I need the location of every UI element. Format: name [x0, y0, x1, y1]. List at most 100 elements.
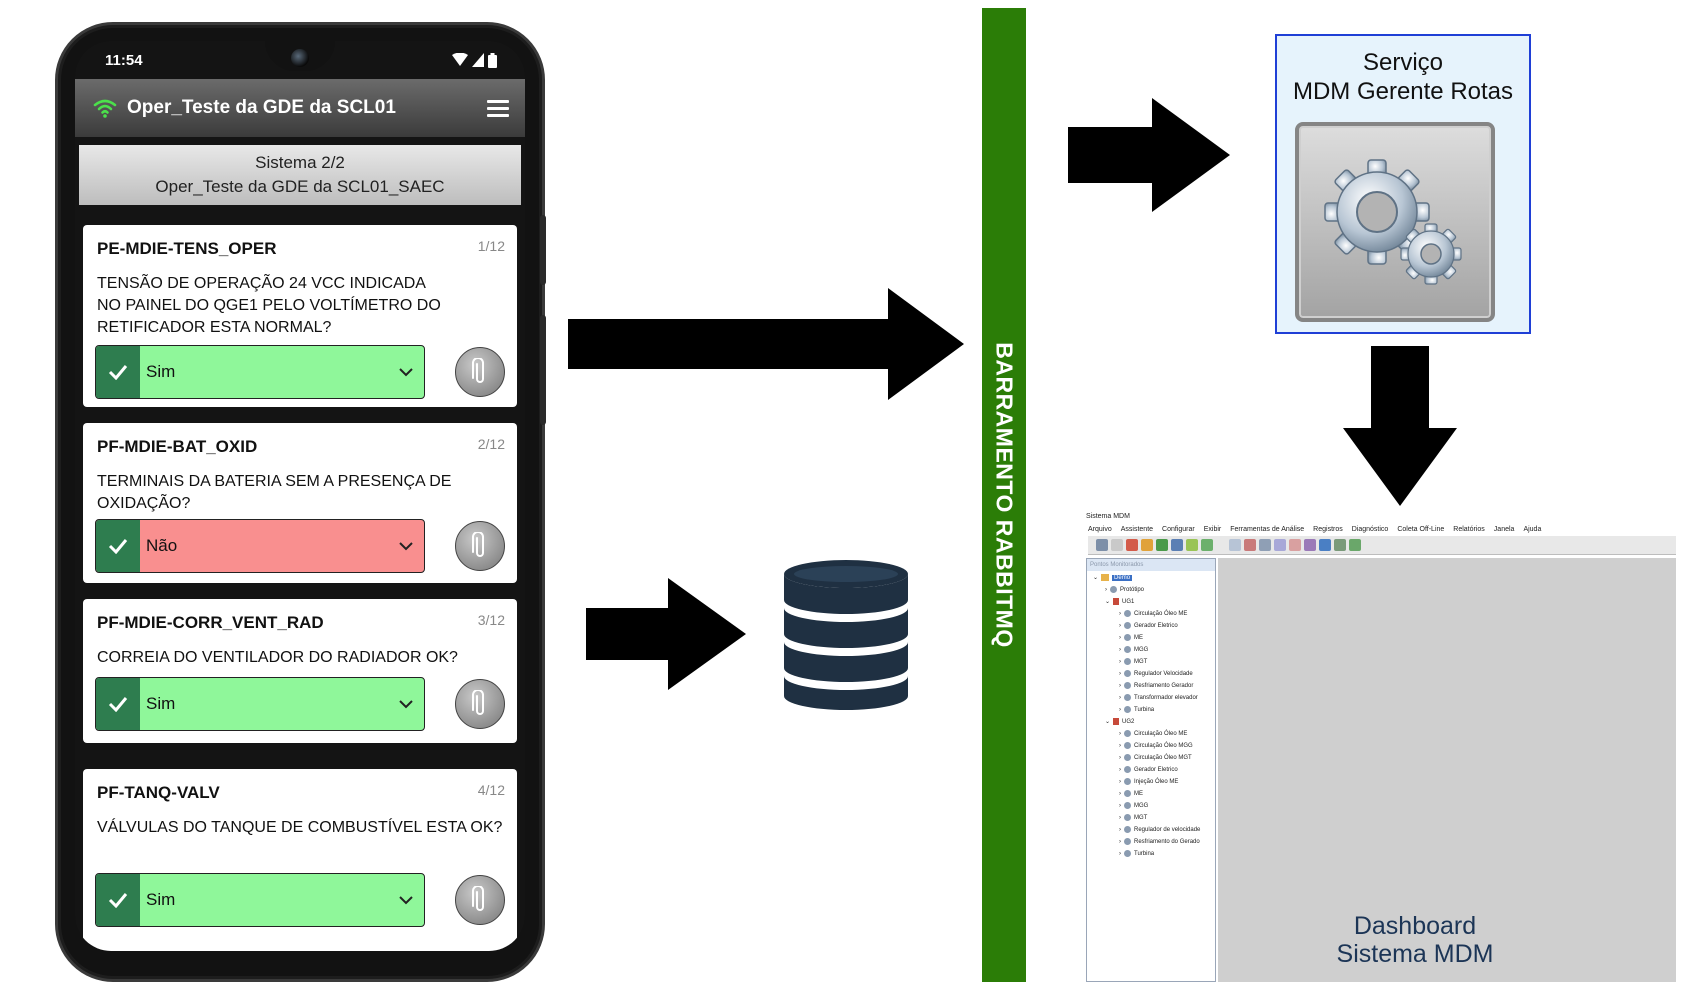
item-question: TERMINAIS DA BATERIA SEM A PRESENÇA DE O…: [97, 471, 507, 515]
menu-item[interactable]: Ferramentas de Análise: [1230, 526, 1305, 533]
tree-item[interactable]: ›Regulador de velocidade: [1119, 826, 1201, 833]
tree-root[interactable]: ⌄Demo: [1093, 574, 1133, 581]
tree-item[interactable]: ›MGG: [1119, 802, 1149, 809]
toolbar-icon[interactable]: [1349, 539, 1361, 551]
toolbar-icon[interactable]: [1274, 539, 1286, 551]
toolbar-icon[interactable]: [1141, 539, 1153, 551]
toolbar-icon[interactable]: [1171, 539, 1183, 551]
monitored-points-panel: Pontos Monitorados ⌄Demo ›Protótipo ⌄UG1…: [1086, 558, 1216, 982]
toolbar-icon[interactable]: [1156, 539, 1168, 551]
answer-select[interactable]: Sim: [95, 345, 425, 399]
item-count: 1/12: [477, 238, 505, 254]
tree-item[interactable]: ›Turbina: [1119, 706, 1155, 713]
toolbar-icon[interactable]: [1111, 539, 1123, 551]
tree-item[interactable]: ›Gerador Eletrico: [1119, 766, 1178, 773]
tree-item[interactable]: ›Gerador Eletrico: [1119, 622, 1178, 629]
arrow-bus-to-service: [1068, 98, 1230, 212]
item-code: PF-TANQ-VALV: [97, 783, 220, 802]
tree-item[interactable]: ›Circulação Óleo MGT: [1119, 754, 1192, 761]
menu-item[interactable]: Arquivo: [1088, 526, 1112, 533]
tree-item[interactable]: ›MGT: [1119, 814, 1148, 821]
attach-button[interactable]: [455, 875, 505, 925]
tree-item[interactable]: ›Protótipo: [1105, 586, 1145, 593]
panel-title: Pontos Monitorados: [1087, 559, 1215, 571]
volume-button: [540, 215, 546, 285]
system-header-line1: Sistema 2/2: [255, 153, 345, 172]
tree-item[interactable]: ›Circulação Óleo ME: [1119, 610, 1188, 617]
answer-select[interactable]: Sim: [95, 873, 425, 927]
menu-item[interactable]: Assistente: [1120, 526, 1154, 533]
tree-item[interactable]: ›Turbina: [1119, 850, 1155, 857]
bus-label: BARRAMENTO RABBITMQ: [991, 342, 1018, 648]
toolbar-icon[interactable]: [1186, 539, 1198, 551]
toolbar-icon[interactable]: [1259, 539, 1271, 551]
service-title-line1: Serviço: [1362, 49, 1444, 76]
toolbar-icon[interactable]: [1244, 539, 1256, 551]
tree-item[interactable]: ›Regulador Velocidade: [1119, 670, 1193, 677]
tree-item[interactable]: ›ME: [1119, 790, 1143, 797]
phone-screen: 11:54 Oper_Teste da GDE da SCL01 Sistema…: [75, 41, 525, 951]
checklist-card: PF-MDIE-CORR_VENT_RAD 3/12 CORREIA DO VE…: [83, 599, 517, 743]
answer-label: Sim: [146, 362, 176, 381]
arrow-service-to-dashboard: [1343, 346, 1457, 506]
answer-label: Sim: [146, 694, 176, 713]
menu-item[interactable]: Diagnóstico: [1351, 526, 1389, 533]
menu-item[interactable]: Configurar: [1162, 526, 1195, 533]
toolbar-icon[interactable]: [1319, 539, 1331, 551]
tree-item[interactable]: ⌄UG2: [1105, 718, 1135, 725]
tree-item[interactable]: ›Circulação Óleo MGG: [1119, 742, 1193, 749]
tree-item[interactable]: ›Resfriamento Gerador: [1119, 682, 1194, 689]
toolbar-icon[interactable]: [1289, 539, 1301, 551]
answer-label: Não: [146, 536, 178, 555]
tree-item[interactable]: ›Circulação Óleo ME: [1119, 730, 1188, 737]
toolbar-icon[interactable]: [1096, 539, 1108, 551]
chevron-down-icon: [388, 367, 424, 377]
answer-select[interactable]: Não: [95, 519, 425, 573]
tree-item[interactable]: ›MGG: [1119, 646, 1149, 653]
question-line: RETIFICADOR ESTA NORMAL?: [97, 319, 332, 336]
paperclip-icon: [472, 886, 484, 911]
toolbar-icon[interactable]: [1201, 539, 1213, 551]
menu-item[interactable]: Exibir: [1203, 526, 1222, 533]
dashboard-caption-line2: Sistema MDM: [1336, 940, 1494, 968]
attach-button[interactable]: [455, 521, 505, 571]
dashboard-toolbar: [1088, 536, 1676, 555]
tree-item[interactable]: ›ME: [1119, 634, 1143, 641]
answer-select[interactable]: Sim: [95, 677, 425, 731]
chevron-down-icon: [388, 699, 424, 709]
toolbar-icon[interactable]: [1229, 539, 1241, 551]
tree-item[interactable]: ›MGT: [1119, 658, 1148, 665]
question-line: OXIDAÇÃO?: [97, 495, 191, 512]
item-question: VÁLVULAS DO TANQUE DE COMBUSTÍVEL ESTA O…: [97, 817, 507, 839]
dashboard-window: Sistema MDM Arquivo Assistente Configura…: [1084, 510, 1676, 982]
menu-item[interactable]: Relatórios: [1453, 526, 1485, 533]
check-icon: [96, 520, 140, 572]
toolbar-icon[interactable]: [1334, 539, 1346, 551]
dashboard-menu-bar: Arquivo Assistente Configurar Exibir Fer…: [1088, 526, 1541, 533]
attach-button[interactable]: [455, 679, 505, 729]
menu-item[interactable]: Ajuda: [1523, 526, 1542, 533]
menu-item[interactable]: Coleta Off-Line: [1397, 526, 1445, 533]
tree-item[interactable]: ›Resfriamento do Gerado: [1119, 838, 1200, 845]
battery-icon: [488, 52, 497, 68]
answer-label: Sim: [146, 890, 176, 909]
tree-item[interactable]: ⌄UG1: [1105, 598, 1135, 605]
attach-button[interactable]: [455, 347, 505, 397]
smartphone: 11:54 Oper_Teste da GDE da SCL01 Sistema…: [55, 22, 546, 982]
question-line: TERMINAIS DA BATERIA SEM A PRESENÇA DE: [97, 473, 452, 490]
power-button: [540, 315, 546, 425]
menu-item[interactable]: Janela: [1493, 526, 1515, 533]
service-title-line2: MDM Gerente Rotas: [1292, 78, 1514, 105]
toolbar-icon[interactable]: [1126, 539, 1138, 551]
service-box: Serviço MDM Gerente Rotas: [1275, 34, 1531, 334]
toolbar-icon[interactable]: [1304, 539, 1316, 551]
status-bar: 11:54: [75, 41, 525, 79]
dashboard-window-title: Sistema MDM: [1086, 513, 1130, 520]
arrow-phone-to-database: [586, 578, 746, 690]
question-line: TENSÃO DE OPERAÇÃO 24 VCC INDICADA: [97, 275, 426, 292]
hamburger-menu-icon[interactable]: [487, 99, 509, 117]
menu-item[interactable]: Registros: [1313, 526, 1343, 533]
tree-item[interactable]: ›Injeção Óleo ME: [1119, 778, 1179, 785]
tree-item[interactable]: ›Transformador elevador: [1119, 694, 1198, 701]
app-bar: Oper_Teste da GDE da SCL01: [75, 79, 525, 137]
